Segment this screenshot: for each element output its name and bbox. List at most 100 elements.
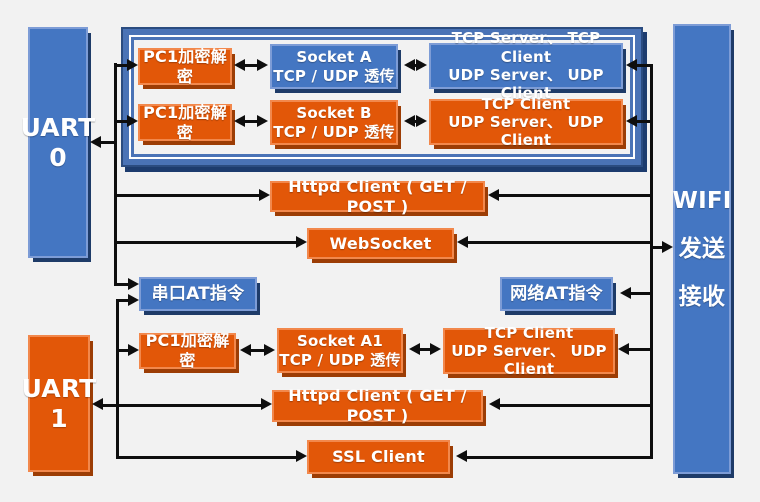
arrowhead-socketb-tcpclient1-left bbox=[404, 115, 415, 127]
arrowhead-pc1b-socketb-left bbox=[234, 115, 245, 127]
tcp-server-client-box: TCP Server、 TCP Client UDP Server、 UDP C… bbox=[429, 29, 623, 102]
serial-at-command-box: 串口AT指令 bbox=[139, 277, 257, 311]
arrow-uart0-to-serial-at bbox=[114, 283, 128, 286]
socket-b-line2: TCP / UDP 透传 bbox=[273, 122, 395, 141]
pc1-encrypt-label: PC1加密解密 bbox=[143, 102, 227, 142]
arrow-uart1-to-serial-at bbox=[116, 299, 128, 302]
arrowhead-serial-at-1 bbox=[128, 278, 139, 290]
arrowhead-httpd2-right bbox=[489, 398, 500, 410]
arrowhead-tcp-client1 bbox=[626, 115, 637, 127]
arrow-trunk-to-pc1-1 bbox=[114, 64, 127, 67]
arrowhead-pc1c-socketa1-left bbox=[240, 344, 251, 356]
network-at-command-box: 网络AT指令 bbox=[500, 277, 613, 311]
uart0-label-line1: UART bbox=[20, 112, 96, 142]
arrowhead-websocket-right bbox=[457, 236, 468, 248]
top-socket-group-frame bbox=[131, 37, 633, 157]
arrowhead-network-at bbox=[620, 287, 631, 299]
tcp-client1-line1: TCP Client bbox=[481, 94, 571, 113]
wifi-receive-label: 接收 bbox=[678, 284, 726, 311]
websocket-box: WebSocket bbox=[307, 228, 454, 259]
arrow-wifi-to-tcp-server bbox=[637, 64, 653, 67]
link-socketa1-tcpclient2 bbox=[418, 348, 432, 351]
serial-at-label: 串口AT指令 bbox=[151, 283, 245, 304]
wifi-send-label: 发送 bbox=[678, 235, 726, 262]
httpd-client-box-2: Httpd Client ( GET / POST ) bbox=[272, 386, 483, 425]
pc1-encrypt-box-2: PC1加密解密 bbox=[138, 102, 232, 142]
arrow-wifi-to-tcp-client1 bbox=[637, 120, 653, 123]
socket-b-line1: Socket B bbox=[296, 104, 372, 123]
arrowhead-wifi bbox=[662, 241, 673, 253]
arrowhead-serial-at-2 bbox=[128, 294, 139, 306]
socket-a-line1: Socket A bbox=[296, 48, 372, 67]
uart0-trunk-line bbox=[114, 63, 117, 286]
socket-a-box: Socket A TCP / UDP 透传 bbox=[270, 44, 398, 89]
arrowhead-uart1 bbox=[92, 398, 103, 410]
socket-b-box: Socket B TCP / UDP 透传 bbox=[270, 100, 398, 145]
uart1-trunk-line bbox=[116, 299, 119, 459]
tcp-server-line2: UDP Server、 UDP Client bbox=[448, 66, 604, 103]
arrowhead-pc1-3 bbox=[128, 344, 139, 356]
arrow-trunk-to-ssl bbox=[116, 456, 296, 459]
pc1-encrypt-label: PC1加密解密 bbox=[145, 331, 230, 370]
arrowhead-socketa-tcpserver-right bbox=[416, 59, 427, 71]
socket-a-line2: TCP / UDP 透传 bbox=[273, 66, 395, 85]
arrow-trunk-to-pc1-3 bbox=[116, 349, 128, 352]
arrowhead-socketa-tcpserver-left bbox=[404, 59, 415, 71]
line-uart1-httpd2 bbox=[103, 404, 262, 407]
tcp-client2-line1: TCP Client bbox=[484, 323, 574, 342]
link-pc1b-socketb bbox=[245, 120, 257, 123]
pc1-encrypt-label: PC1加密解密 bbox=[143, 46, 227, 86]
websocket-label: WebSocket bbox=[329, 233, 432, 253]
arrow-trunk-to-httpd1 bbox=[114, 194, 259, 197]
arrow-trunk-to-wifi bbox=[650, 246, 662, 249]
network-at-label: 网络AT指令 bbox=[510, 283, 603, 304]
ssl-client-label: SSL Client bbox=[332, 447, 425, 467]
arrowhead-httpd2-left bbox=[261, 398, 272, 410]
arrowhead-socketa1-tcpclient2-right bbox=[430, 343, 441, 355]
pc1-encrypt-box-3: PC1加密解密 bbox=[139, 331, 236, 370]
arrowhead-pc1b-socketb-right bbox=[257, 115, 268, 127]
arrowhead-uart0 bbox=[90, 136, 101, 148]
arrowhead-pc1-2 bbox=[127, 115, 138, 127]
ssl-client-box: SSL Client bbox=[307, 440, 450, 474]
uart0-label-line2: 0 bbox=[49, 142, 67, 172]
arrowhead-httpd1-left bbox=[259, 189, 270, 201]
tcp-server-line1: TCP Server、 TCP Client bbox=[451, 29, 601, 66]
arrowhead-tcp-client2 bbox=[618, 343, 629, 355]
uart1-label-line1: UART bbox=[21, 373, 97, 403]
link-socketa-tcpserver bbox=[412, 64, 419, 67]
wifi-label: WIFI bbox=[672, 187, 732, 214]
arrow-wifi-to-httpd1 bbox=[499, 194, 653, 197]
arrow-trunk-to-pc1-2 bbox=[114, 120, 127, 123]
httpd-client-box-1: Httpd Client ( GET / POST ) bbox=[270, 177, 485, 216]
arrowhead-pc1c-socketa1-right bbox=[264, 344, 275, 356]
arrow-wifi-to-websocket bbox=[468, 241, 653, 244]
arrowhead-ssl-left bbox=[296, 450, 307, 462]
arrow-trunk-to-uart0 bbox=[101, 141, 117, 144]
tcp-client2-line2: UDP Server、 UDP Client bbox=[451, 341, 607, 379]
arrowhead-socketb-tcpclient1-right bbox=[416, 115, 427, 127]
httpd-client2-label: Httpd Client ( GET / POST ) bbox=[288, 386, 467, 425]
arrowhead-pc1a-socketa-left bbox=[234, 59, 245, 71]
wifi-trunk-line bbox=[650, 64, 653, 459]
uart0-block: UART 0 bbox=[21, 27, 95, 258]
httpd-client1-label: Httpd Client ( GET / POST ) bbox=[288, 176, 467, 216]
link-pc1c-socketa1 bbox=[249, 349, 266, 352]
arrow-trunk-to-websocket bbox=[114, 241, 296, 244]
arrowhead-ssl-right bbox=[456, 450, 467, 462]
wifi-block: WIFI 发送 接收 bbox=[673, 24, 731, 474]
tcp-client-box-1: TCP Client UDP Server、 UDP Client bbox=[429, 95, 623, 149]
arrowhead-pc1-1 bbox=[127, 59, 138, 71]
arrow-wifi-to-httpd2 bbox=[500, 404, 653, 407]
pc1-encrypt-box-1: PC1加密解密 bbox=[138, 46, 232, 86]
socket-a1-line2: TCP / UDP 透传 bbox=[279, 350, 401, 369]
arrowhead-tcp-server bbox=[626, 59, 637, 71]
arrowhead-httpd1-right bbox=[488, 189, 499, 201]
link-pc1a-socketa bbox=[245, 64, 257, 67]
uart1-block: UART 1 bbox=[22, 335, 96, 472]
socket-a1-box: Socket A1 TCP / UDP 透传 bbox=[277, 328, 403, 373]
arrow-wifi-to-ssl bbox=[467, 456, 653, 459]
socket-a1-line1: Socket A1 bbox=[297, 332, 383, 351]
arrow-wifi-to-tcp-client2 bbox=[629, 348, 653, 351]
